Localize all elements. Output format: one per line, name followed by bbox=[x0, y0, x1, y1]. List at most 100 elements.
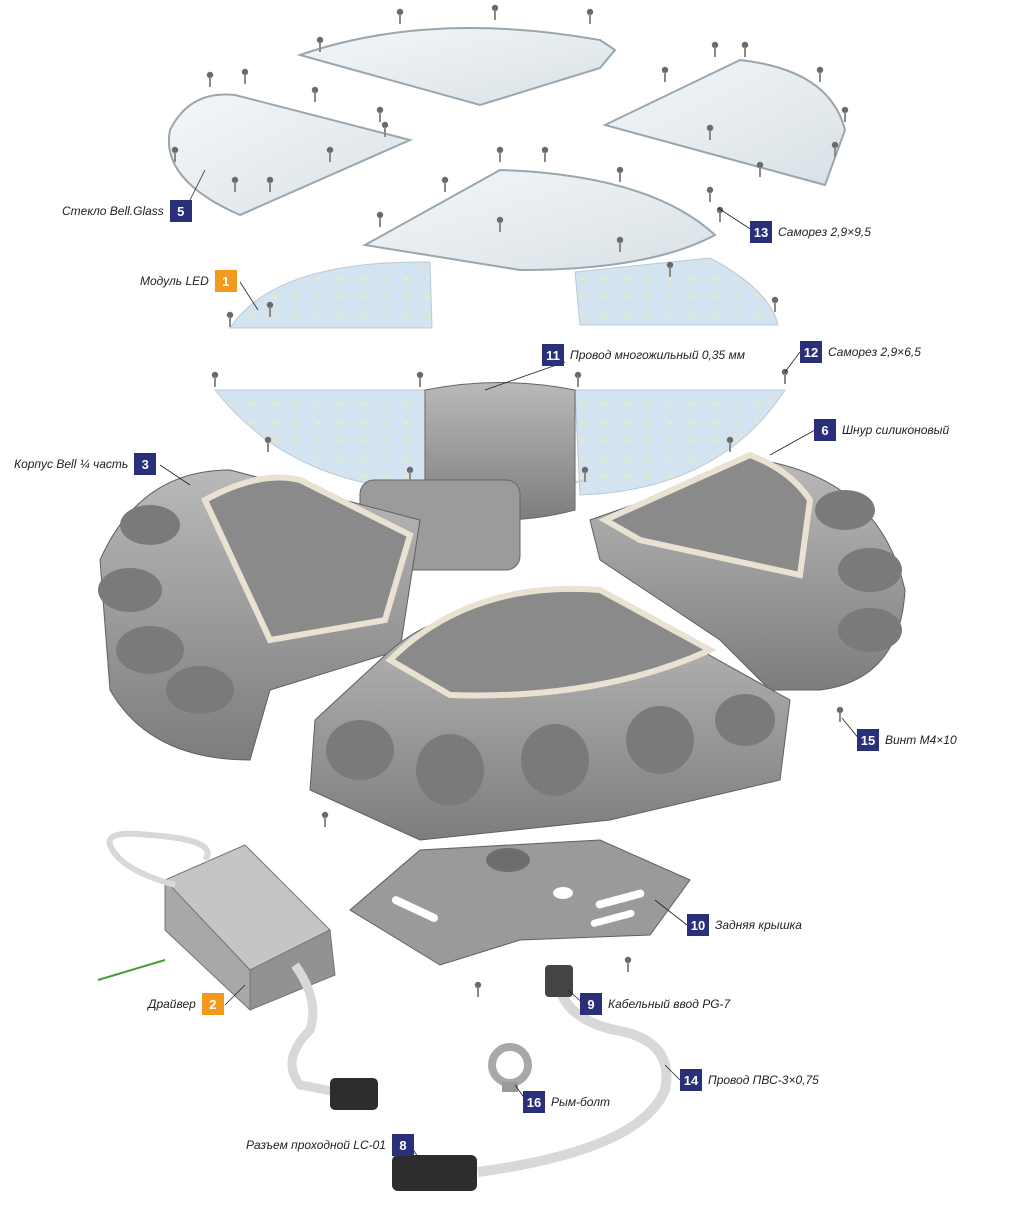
leader-lines bbox=[159, 169, 861, 1161]
callout-label: Провод многожильный 0,35 мм bbox=[570, 348, 745, 362]
callout-cable-gland: 9 Кабельный ввод PG-7 bbox=[580, 993, 730, 1015]
callout-label: Саморез 2,9×9,5 bbox=[778, 225, 871, 239]
led-module-upper-right bbox=[574, 257, 779, 326]
glass-cover-top bbox=[296, 27, 617, 107]
callout-badge: 10 bbox=[687, 914, 709, 936]
connector-lc01 bbox=[392, 1155, 477, 1191]
cable-gland-pg7 bbox=[545, 965, 573, 997]
screw bbox=[266, 176, 274, 184]
screw bbox=[231, 176, 239, 184]
callout-label: Шнур силиконовый bbox=[842, 423, 950, 437]
callout-badge: 8 bbox=[391, 1134, 414, 1156]
callout-label: Кабельный ввод PG-7 bbox=[608, 997, 731, 1011]
callout-badge: 2 bbox=[201, 993, 224, 1015]
driver-output-wires bbox=[97, 959, 166, 981]
screw bbox=[666, 261, 674, 269]
screw bbox=[816, 66, 824, 74]
screw bbox=[311, 86, 319, 94]
screw bbox=[171, 146, 179, 154]
callout-label: Задняя крышка bbox=[715, 918, 802, 932]
led-module-lower-right bbox=[574, 389, 786, 496]
housing-center-back bbox=[359, 382, 576, 571]
callout-badge: 1 bbox=[214, 270, 237, 292]
callout-connector: Разъем проходной LC-01 8 bbox=[246, 1134, 414, 1156]
callout-badge: 5 bbox=[169, 200, 192, 222]
callout-label: Провод ПВС-3×0,75 bbox=[708, 1073, 819, 1087]
rear-cover bbox=[349, 839, 691, 966]
connector-lc01-upper bbox=[330, 1078, 378, 1110]
callout-silicone-cord: 6 Шнур силиконовый bbox=[814, 419, 949, 441]
callout-screw-m4: 15 Винт М4×10 bbox=[857, 729, 957, 751]
callout-glass: Стекло Bell.Glass 5 bbox=[62, 200, 192, 222]
callout-screw-6-5: 12 Саморез 2,9×6,5 bbox=[800, 341, 921, 363]
callout-badge: 3 bbox=[134, 453, 157, 475]
callout-rear-cover: 10 Задняя крышка bbox=[687, 914, 802, 936]
screw bbox=[226, 311, 234, 319]
screw bbox=[581, 466, 589, 474]
screw bbox=[206, 71, 214, 79]
screw bbox=[841, 106, 849, 114]
callout-label: Саморез 2,9×6,5 bbox=[828, 345, 921, 359]
screw bbox=[406, 466, 414, 474]
callout-badge: 14 bbox=[680, 1069, 702, 1091]
housing-quarter-front bbox=[309, 585, 791, 841]
screw bbox=[624, 956, 632, 964]
screw bbox=[706, 186, 714, 194]
housing-quarter-right bbox=[589, 451, 906, 691]
callout-label: Корпус Bell ¼ часть bbox=[14, 457, 129, 471]
callout-badge: 15 bbox=[857, 729, 879, 751]
led-module-upper-left bbox=[229, 261, 433, 329]
screw bbox=[321, 811, 329, 819]
power-cable bbox=[477, 988, 672, 1177]
callout-label: Стекло Bell.Glass bbox=[62, 204, 164, 218]
callout-badge: 9 bbox=[580, 993, 602, 1015]
screw bbox=[586, 8, 594, 16]
glass-cover-left bbox=[167, 93, 414, 217]
screw bbox=[661, 66, 669, 74]
screw bbox=[211, 371, 219, 379]
screw bbox=[396, 8, 404, 16]
screw bbox=[496, 146, 504, 154]
screw bbox=[706, 124, 714, 132]
screw bbox=[491, 4, 499, 12]
callout-badge: 16 bbox=[523, 1091, 545, 1113]
callout-label: Разъем проходной LC-01 bbox=[246, 1138, 386, 1152]
callout-label: Драйвер bbox=[148, 997, 196, 1011]
screw bbox=[266, 301, 274, 309]
callout-badge: 13 bbox=[750, 221, 772, 243]
screw bbox=[726, 436, 734, 444]
callout-badge: 11 bbox=[542, 344, 564, 366]
screw bbox=[574, 371, 582, 379]
callout-label: Винт М4×10 bbox=[885, 733, 957, 747]
screw bbox=[326, 146, 334, 154]
screw bbox=[474, 981, 482, 989]
screw bbox=[496, 216, 504, 224]
screw bbox=[441, 176, 449, 184]
screw bbox=[241, 68, 249, 76]
callout-wire: 11 Провод многожильный 0,35 мм bbox=[542, 344, 745, 366]
glass-cover-center bbox=[361, 168, 717, 272]
callout-housing: Корпус Bell ¼ часть 3 bbox=[14, 453, 157, 475]
screw bbox=[836, 706, 844, 714]
eye-bolt bbox=[488, 1043, 532, 1092]
callout-label: Рым-болт bbox=[551, 1095, 610, 1109]
callout-label: Модуль LED bbox=[140, 274, 209, 288]
callout-power-wire: 14 Провод ПВС-3×0,75 bbox=[680, 1069, 819, 1091]
callout-eye-bolt: 16 Рым-болт bbox=[523, 1091, 610, 1113]
screw bbox=[756, 161, 764, 169]
screw bbox=[741, 41, 749, 49]
callout-driver: Драйвер 2 bbox=[148, 993, 224, 1015]
callout-badge: 6 bbox=[814, 419, 836, 441]
screw bbox=[381, 121, 389, 129]
screw bbox=[616, 166, 624, 174]
screw bbox=[264, 436, 272, 444]
screw bbox=[541, 146, 549, 154]
screw bbox=[316, 36, 324, 44]
driver-input-cable bbox=[106, 830, 211, 888]
housing-quarter-left bbox=[98, 469, 421, 761]
glass-cover-right bbox=[602, 58, 847, 187]
callout-screw-9-5: 13 Саморез 2,9×9,5 bbox=[750, 221, 871, 243]
screw bbox=[771, 296, 779, 304]
